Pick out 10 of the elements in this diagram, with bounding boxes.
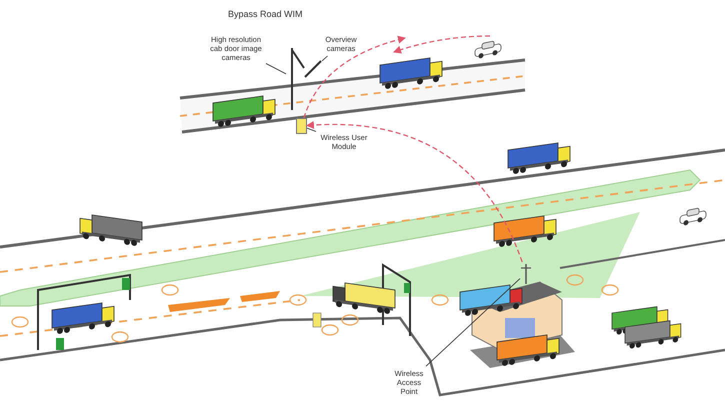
signal-arrow (303, 36, 406, 118)
signal-arrow (306, 121, 523, 262)
leader-line (306, 128, 316, 132)
diagram-title: Bypass Road WIM (228, 8, 303, 21)
leader-line (266, 63, 286, 74)
antenna (520, 262, 532, 284)
leader-line (426, 278, 520, 367)
overview-camera (304, 60, 322, 78)
user-module-box (296, 118, 307, 134)
leader-line (322, 56, 328, 62)
